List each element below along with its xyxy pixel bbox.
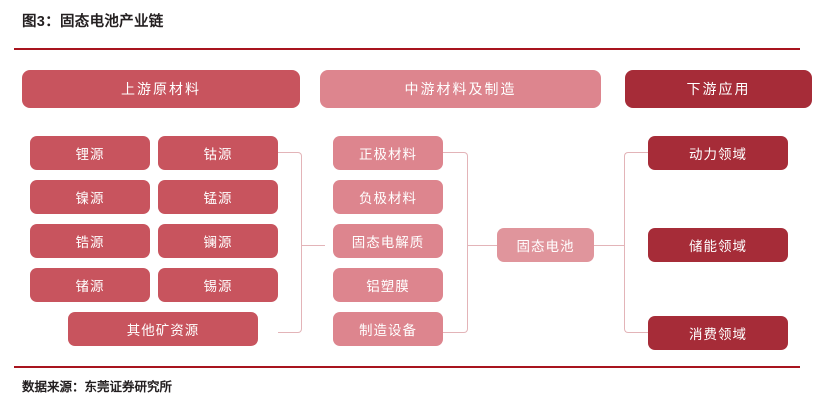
title-divider-top: [14, 48, 800, 50]
connector-downstream-bracket: [624, 152, 648, 333]
connector-upstream-to-midstream: [301, 245, 325, 246]
node-midstream-electrolyte[interactable]: 固态电解质: [333, 224, 443, 258]
node-upstream-other-minerals[interactable]: 其他矿资源: [68, 312, 258, 346]
connector-upstream-bracket: [278, 152, 302, 333]
node-downstream-power[interactable]: 动力领域: [648, 136, 788, 170]
node-midstream-anode[interactable]: 负极材料: [333, 180, 443, 214]
node-upstream-nickel[interactable]: 镍源: [30, 180, 150, 214]
figure-title: 图3：固态电池产业链: [22, 14, 164, 30]
node-upstream-germanium[interactable]: 锗源: [30, 268, 150, 302]
node-upstream-tin[interactable]: 锡源: [158, 268, 278, 302]
node-core-solid-state-battery[interactable]: 固态电池: [497, 228, 594, 262]
connector-midstream-to-core: [467, 245, 497, 246]
node-downstream-storage[interactable]: 储能领域: [648, 228, 788, 262]
node-downstream-consumer[interactable]: 消费领域: [648, 316, 788, 350]
connector-midstream-bracket: [443, 152, 468, 333]
node-upstream-lanthanum[interactable]: 镧源: [158, 224, 278, 258]
node-upstream-cobalt[interactable]: 钴源: [158, 136, 278, 170]
node-upstream-manganese[interactable]: 锰源: [158, 180, 278, 214]
node-midstream-alplastic[interactable]: 铝塑膜: [333, 268, 443, 302]
node-upstream-zirconium[interactable]: 锆源: [30, 224, 150, 258]
band-midstream[interactable]: 中游材料及制造: [320, 70, 601, 108]
source-divider-bottom: [14, 366, 800, 368]
node-upstream-lithium[interactable]: 锂源: [30, 136, 150, 170]
connector-core-to-downstream: [594, 245, 625, 246]
band-upstream[interactable]: 上游原材料: [22, 70, 300, 108]
node-midstream-cathode[interactable]: 正极材料: [333, 136, 443, 170]
figure-source: 数据来源：东莞证券研究所: [22, 380, 173, 394]
node-midstream-equipment[interactable]: 制造设备: [333, 312, 443, 346]
band-downstream[interactable]: 下游应用: [625, 70, 812, 108]
